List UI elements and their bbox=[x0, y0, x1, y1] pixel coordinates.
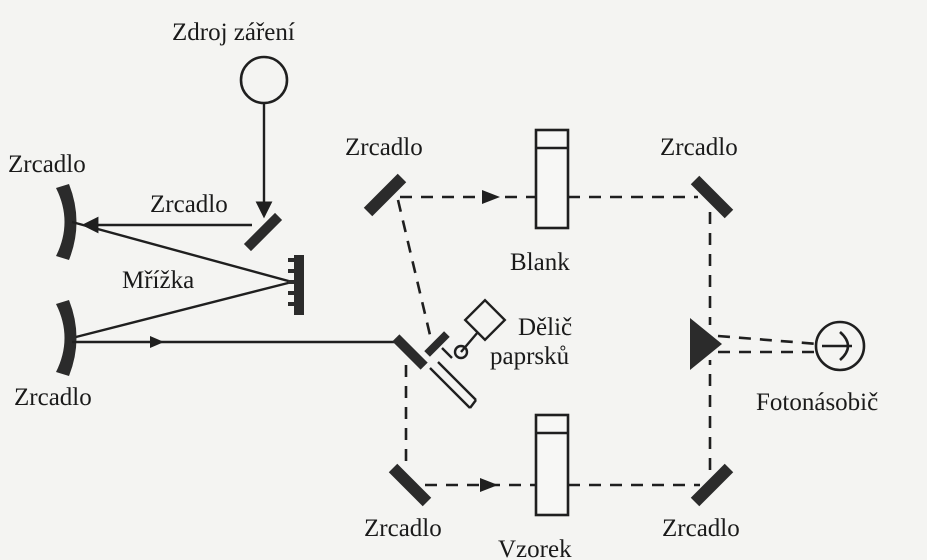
beam-splitter-icon bbox=[429, 298, 507, 409]
label-grating: Mřížka bbox=[122, 267, 194, 294]
photomultiplier-icon bbox=[814, 320, 866, 372]
sample-cuvette-icon bbox=[534, 413, 570, 517]
focusing-mirror-icon bbox=[690, 318, 722, 370]
mirror-bottom-left-icon bbox=[56, 300, 77, 376]
label-mirror-top-right: Zrcadlo bbox=[660, 134, 738, 161]
label-sample: Vzorek bbox=[498, 536, 572, 560]
mirror-bottom-mid-icon bbox=[388, 463, 432, 507]
mirror-top-left-icon bbox=[56, 184, 77, 260]
label-photomultiplier: Fotonásobič bbox=[756, 389, 878, 416]
label-mirror-top-left: Zrcadlo bbox=[8, 151, 86, 178]
label-mirror-bottom-mid: Zrcadlo bbox=[364, 515, 442, 542]
label-source: Zdroj záření bbox=[172, 19, 295, 46]
mirror-split-top-icon bbox=[363, 173, 407, 217]
label-blank: Blank bbox=[510, 249, 570, 276]
label-mirror-bottom-left: Zrcadlo bbox=[14, 384, 92, 411]
mirror-top-right-icon bbox=[690, 175, 734, 219]
mirror-bottom-right-icon bbox=[690, 463, 734, 507]
blank-cuvette-icon bbox=[534, 128, 570, 230]
mirror-inner-icon bbox=[243, 212, 283, 252]
light-source-icon bbox=[239, 55, 289, 105]
label-mirror-split-top: Zrcadlo bbox=[345, 134, 423, 161]
label-beam-splitter-1: Dělič bbox=[518, 314, 572, 341]
grating-icon bbox=[294, 255, 304, 315]
beam-splitter-up bbox=[396, 199, 432, 336]
beam-to-detector-1 bbox=[717, 334, 819, 346]
label-beam-splitter-2: paprsků bbox=[490, 343, 570, 370]
beam-splitter-mirror-icon bbox=[392, 334, 428, 370]
label-mirror-bottom-right: Zrcadlo bbox=[662, 515, 740, 542]
label-mirror-inner: Zrcadlo bbox=[150, 191, 228, 218]
